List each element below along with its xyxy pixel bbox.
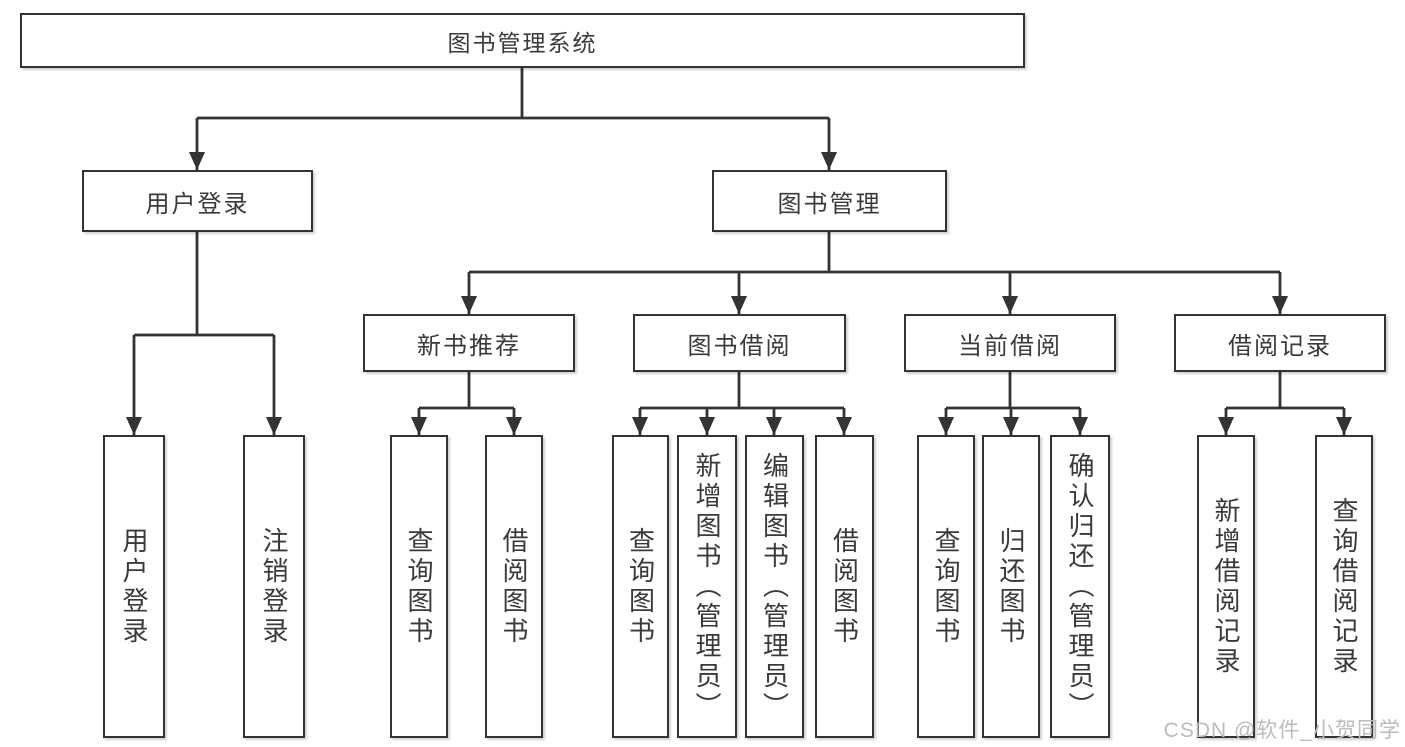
connector-book-management-children xyxy=(461,232,1288,314)
csdn-watermark: CSDN @软件_小贺同学 xyxy=(1163,719,1401,742)
node-book-management: 图书管理 xyxy=(712,170,947,232)
leaf-current-confirm-return-admin: 确认归还（管理员） xyxy=(1050,435,1110,738)
connector-user-login-children xyxy=(126,232,282,435)
connector-book-borrow-children xyxy=(632,372,852,435)
leaf-label: 查询借阅记录 xyxy=(1329,496,1359,677)
leaf-record-query-borrow-record: 查询借阅记录 xyxy=(1315,435,1373,738)
node-borrow-record: 借阅记录 xyxy=(1174,314,1386,372)
leaf-borrow-edit-books-admin: 编辑图书（管理员） xyxy=(745,435,804,738)
connector-root-to-level2 xyxy=(189,68,837,170)
leaf-current-query-books: 查询图书 xyxy=(917,435,975,738)
connector-borrow-record-children xyxy=(1218,372,1352,435)
leaf-record-add-borrow-record: 新增借阅记录 xyxy=(1197,435,1255,738)
node-new-book-recommend: 新书推荐 xyxy=(363,314,575,372)
connector-current-borrow-children xyxy=(938,372,1088,435)
leaf-label: 查询图书 xyxy=(625,526,656,647)
node-book-borrow: 图书借阅 xyxy=(633,314,846,372)
leaf-borrow-query-books: 查询图书 xyxy=(612,435,669,738)
leaf-label: 编辑图书（管理员） xyxy=(759,451,790,722)
leaf-user-login: 用户登录 xyxy=(103,435,165,738)
leaf-borrow-add-books-admin: 新增图书（管理员） xyxy=(677,435,737,738)
leaf-recommend-borrow-books: 借阅图书 xyxy=(485,435,543,738)
leaf-label: 借阅图书 xyxy=(499,526,529,647)
leaf-label: 用户登录 xyxy=(119,526,149,647)
node-user-login: 用户登录 xyxy=(82,170,313,232)
leaf-label: 新增借阅记录 xyxy=(1211,496,1241,677)
node-label: 借阅记录 xyxy=(1228,332,1332,360)
leaf-label: 查询图书 xyxy=(404,526,434,647)
node-label: 图书管理系统 xyxy=(447,29,598,56)
node-label: 当前借阅 xyxy=(958,332,1062,360)
leaf-current-return-books: 归还图书 xyxy=(982,435,1040,738)
node-label: 图书管理 xyxy=(777,190,882,218)
leaf-label: 注销登录 xyxy=(259,526,289,647)
leaf-label: 借阅图书 xyxy=(829,526,860,647)
leaf-label: 归还图书 xyxy=(996,526,1026,647)
node-label: 新书推荐 xyxy=(417,332,521,360)
node-label: 图书借阅 xyxy=(687,332,792,360)
leaf-label: 查询图书 xyxy=(931,526,961,647)
leaf-recommend-query-books: 查询图书 xyxy=(390,435,448,738)
leaf-logout: 注销登录 xyxy=(243,435,305,738)
leaf-borrow-borrow-books: 借阅图书 xyxy=(815,435,874,738)
leaf-label: 确认归还（管理员） xyxy=(1065,451,1095,722)
connector-new-book-recommend-children xyxy=(411,372,522,435)
node-current-borrow: 当前借阅 xyxy=(904,314,1116,372)
node-library-management-system: 图书管理系统 xyxy=(20,13,1025,68)
leaf-label: 新增图书（管理员） xyxy=(692,451,722,722)
node-label: 用户登录 xyxy=(145,190,250,218)
